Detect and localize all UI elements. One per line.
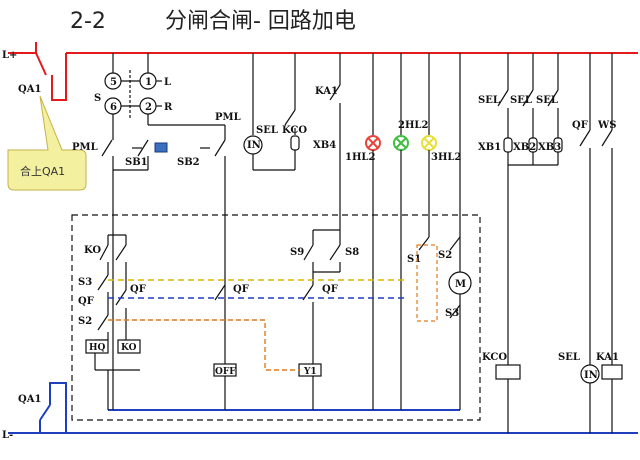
sb1-label: SB1 bbox=[125, 157, 148, 168]
callout-close-qa1: 合上QA1 bbox=[7, 95, 87, 191]
y1-branch bbox=[298, 229, 341, 410]
xb3-label: XB3 bbox=[538, 142, 561, 153]
s8-label: S8 bbox=[345, 247, 359, 258]
control-switch bbox=[104, 53, 162, 118]
qf-right-label: QF bbox=[572, 120, 588, 131]
s1-label: S1 bbox=[407, 254, 421, 265]
qa1-top-label: QA1 bbox=[18, 84, 41, 95]
ko-label: KO bbox=[84, 245, 101, 256]
lamp-2hl2 bbox=[393, 53, 409, 410]
3hl2-label: 3HL2 bbox=[431, 152, 461, 163]
motor-label: M bbox=[455, 279, 466, 290]
qa1-bottom-label: QA1 bbox=[18, 394, 41, 405]
lamp-1hl2 bbox=[365, 53, 381, 410]
title-text: 分闸合闸- 回路加电 bbox=[165, 9, 356, 34]
qf-label-b: QF bbox=[130, 284, 146, 295]
sel-r3-label: SEL bbox=[536, 95, 558, 106]
contact-6-label: 6 bbox=[110, 102, 117, 113]
qf-label-a: QF bbox=[78, 296, 94, 307]
contact-5-label: 5 bbox=[110, 77, 117, 88]
qf-label-c: QF bbox=[233, 284, 249, 295]
ko-coil bbox=[117, 339, 141, 354]
s2b-label: S2 bbox=[438, 250, 452, 261]
s9-label: S9 bbox=[290, 247, 304, 258]
in-label: IN bbox=[247, 140, 261, 151]
push-indicator bbox=[154, 142, 168, 153]
sel-r1-label: SEL bbox=[478, 95, 500, 106]
in-right-label: IN bbox=[584, 370, 598, 381]
sel-right-label: SEL bbox=[558, 352, 580, 363]
kco-right-label: KCO bbox=[482, 352, 507, 363]
xb2-label: XB2 bbox=[513, 142, 536, 153]
pml-label: PML bbox=[72, 142, 98, 153]
xb4-label: XB4 bbox=[313, 140, 336, 151]
ws-label: WS bbox=[597, 120, 616, 131]
right-section bbox=[495, 53, 623, 433]
contact-1-label: 1 bbox=[145, 77, 152, 88]
pushbutton-area bbox=[101, 114, 226, 410]
sb2-label: SB2 bbox=[177, 157, 200, 168]
motor-dash-box bbox=[416, 244, 438, 322]
s3b-label: S3 bbox=[445, 308, 459, 319]
positive-bus-label: L+ bbox=[2, 50, 17, 61]
xb1-label: XB1 bbox=[478, 142, 501, 153]
lamp-3hl2 bbox=[421, 53, 437, 237]
breaker-qa1-top bbox=[35, 42, 67, 101]
y1-label: Y1 bbox=[303, 367, 317, 377]
2hl2-label: 2HL2 bbox=[398, 120, 428, 131]
ka1-right-label: KA1 bbox=[596, 352, 619, 363]
hq-coil bbox=[85, 339, 109, 354]
s-label: S bbox=[94, 93, 101, 104]
l-label: L bbox=[164, 77, 171, 88]
pml2-label: PML bbox=[215, 112, 241, 123]
sel-in-branch bbox=[243, 53, 300, 171]
sel-r2-label: SEL bbox=[510, 95, 532, 106]
r-label: R bbox=[164, 102, 173, 113]
kco-label: KCO bbox=[282, 125, 307, 136]
hq-label: HQ bbox=[89, 343, 106, 353]
ka1-branch bbox=[329, 53, 341, 230]
title-number: 2-2 bbox=[70, 9, 106, 34]
ka1-label: KA1 bbox=[315, 86, 338, 97]
ko-coil-label: KO bbox=[121, 343, 137, 353]
left-contacts bbox=[94, 234, 140, 410]
off-branch bbox=[213, 284, 237, 377]
negative-bus-label: L- bbox=[2, 430, 13, 441]
contact-2-label: 2 bbox=[145, 102, 152, 113]
callout-text: 合上QA1 bbox=[20, 164, 65, 178]
mechanism-box bbox=[71, 214, 481, 421]
1hl2-label: 1HL2 bbox=[345, 152, 375, 163]
orange-linkage bbox=[108, 319, 299, 371]
off-label: OFF bbox=[215, 367, 236, 377]
sel-label: SEL bbox=[256, 125, 278, 136]
breaker-qa1-bottom bbox=[39, 382, 67, 433]
s2-label: S2 bbox=[78, 316, 92, 327]
s3-label: S3 bbox=[78, 277, 92, 288]
motor-branch bbox=[418, 236, 472, 319]
qf-label-d: QF bbox=[322, 284, 338, 295]
